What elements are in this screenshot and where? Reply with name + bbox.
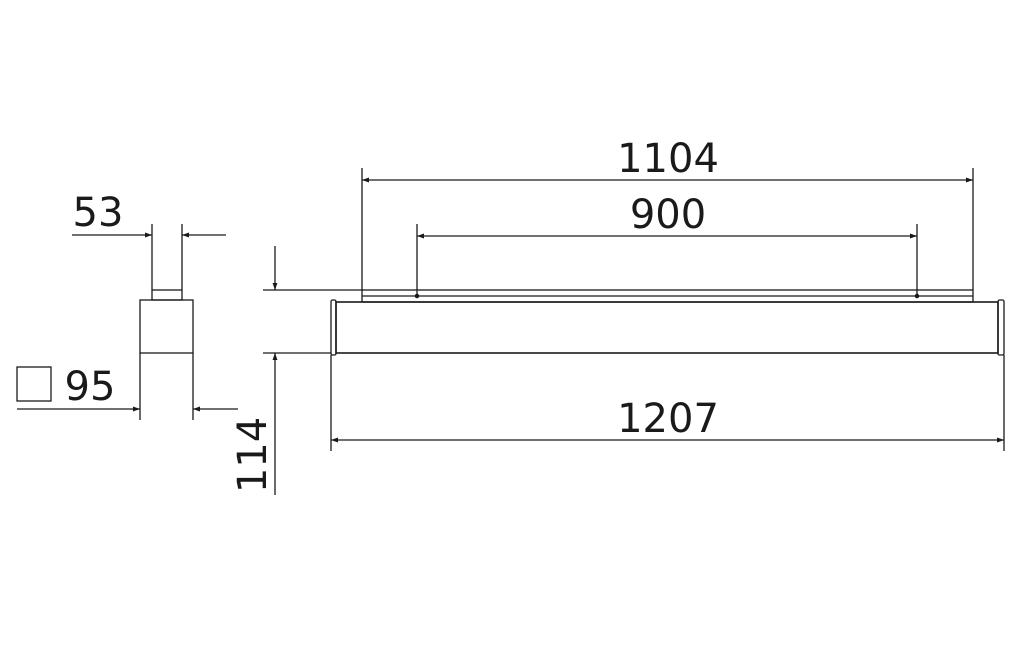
end-cap-right	[997, 299, 1005, 356]
dim-95-label: 95	[65, 364, 116, 410]
dim-900-label: 900	[630, 192, 706, 238]
dim-1104-label: 1104	[617, 136, 719, 182]
side-body	[139, 299, 194, 354]
end-cap-left	[330, 299, 337, 356]
dim-114-label: 114	[230, 417, 276, 493]
height-dimension	[263, 246, 362, 495]
dim-53-label: 53	[73, 190, 124, 236]
front-view	[330, 168, 1005, 451]
side-mount-block	[151, 289, 183, 301]
dim-1207-label: 1207	[617, 396, 719, 442]
side-view	[16, 224, 238, 420]
luminaire-body	[335, 301, 999, 354]
square-symbol-icon	[16, 366, 52, 402]
